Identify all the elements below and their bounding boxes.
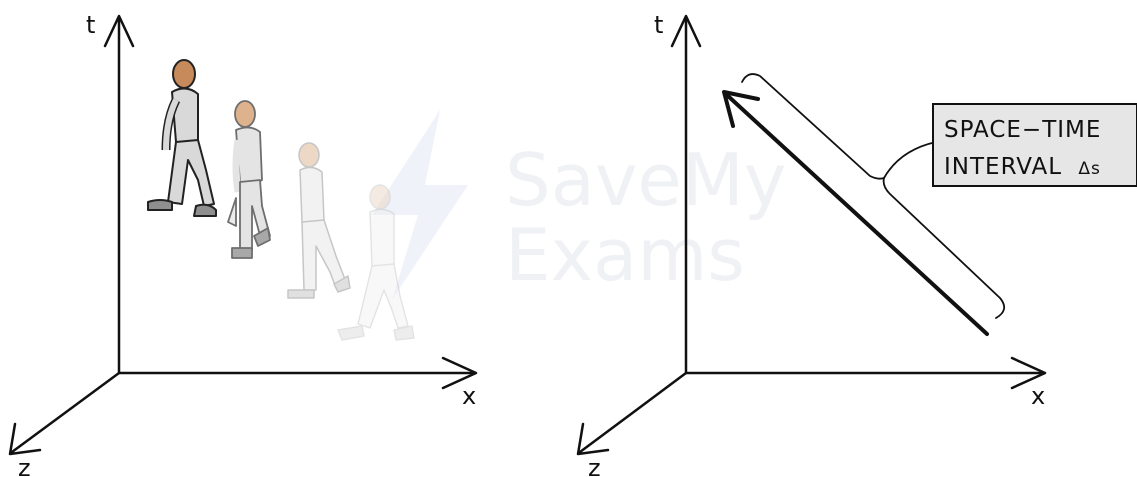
interval-callout: SPACE−TIME INTERVAL Δs: [932, 103, 1137, 187]
interval-arrow-line: [726, 94, 989, 336]
right-z-arrowhead: [576, 422, 610, 456]
callout-delta-s: Δs: [1078, 159, 1101, 179]
watermark-line2: Exams: [505, 213, 745, 297]
left-z-arrowhead: [8, 422, 42, 456]
right-diagram: [576, 14, 1047, 456]
right-x-arrowhead: [1010, 356, 1047, 390]
watermark-bolt-icon: [372, 110, 468, 300]
left-t-arrowhead: [103, 14, 135, 48]
interval-arrow-head: [722, 90, 760, 128]
right-z-axis: [578, 371, 688, 454]
left-x-arrowhead: [441, 356, 478, 390]
left-z-axis: [10, 371, 121, 454]
walker-3: [287, 142, 351, 299]
left-z-label: z: [18, 454, 31, 477]
right-z-label: z: [588, 454, 601, 477]
watermark-line1: SaveMy: [505, 138, 786, 222]
callout-line2-text: INTERVAL: [944, 154, 1062, 180]
watermark: SaveMy Exams: [372, 110, 786, 300]
walker-2: [227, 100, 271, 259]
left-t-label: t: [86, 11, 95, 39]
walker-4: [337, 184, 415, 341]
walker-1: [147, 59, 217, 217]
callout-line2: INTERVAL Δs: [944, 154, 1101, 180]
right-t-arrowhead: [670, 14, 702, 48]
right-t-label: t: [654, 11, 663, 39]
callout-line1: SPACE−TIME: [944, 117, 1101, 143]
left-diagram: [8, 14, 478, 456]
right-x-label: x: [1031, 382, 1045, 410]
callout-box: [932, 103, 1137, 187]
left-x-label: x: [462, 382, 476, 410]
brace-connector: [883, 141, 937, 179]
